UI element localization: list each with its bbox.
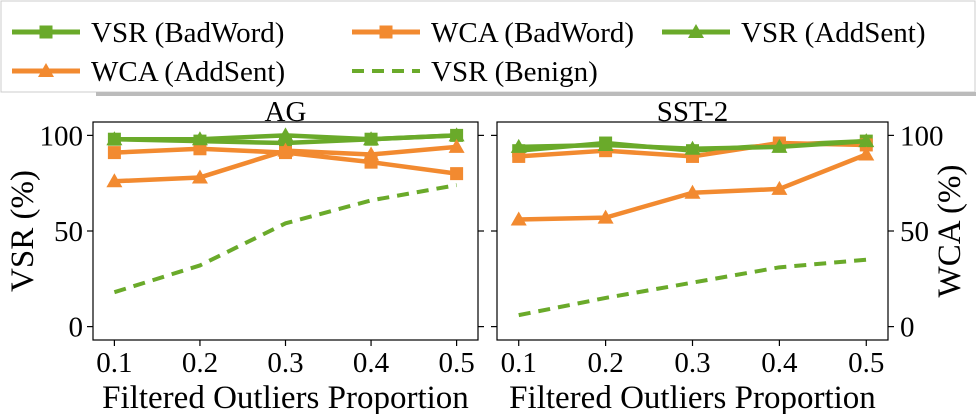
data-point bbox=[106, 131, 123, 146]
legend-item-vsr-addsent: VSR (AddSent) bbox=[662, 17, 925, 49]
legend-label: WCA (BadWord) bbox=[431, 17, 634, 49]
data-point bbox=[684, 140, 701, 155]
data-point bbox=[858, 133, 875, 148]
data-point bbox=[858, 146, 875, 161]
x-axis-label: Filtered Outliers Proportion bbox=[509, 380, 876, 414]
data-point bbox=[106, 173, 123, 188]
legend-label: WCA (AddSent) bbox=[91, 56, 285, 88]
data-point bbox=[448, 127, 465, 142]
data-point bbox=[277, 142, 294, 157]
data-point bbox=[771, 138, 788, 153]
series-vsr-benign bbox=[518, 257, 867, 318]
legend-frame bbox=[0, 0, 976, 93]
data-point bbox=[597, 136, 614, 151]
data-point bbox=[363, 131, 380, 146]
x-tick-label: 0.5 bbox=[848, 347, 884, 379]
data-point bbox=[191, 169, 208, 184]
y-tick-label: 100 bbox=[40, 120, 84, 152]
panel-title: SST-2 bbox=[657, 96, 728, 128]
legend-label: VSR (BadWord) bbox=[91, 17, 284, 49]
legend-item-vsr-benign: VSR (Benign) bbox=[352, 56, 598, 88]
series-vsr-addsent bbox=[106, 127, 465, 146]
legend-item-vsr-badword: VSR (BadWord) bbox=[12, 17, 284, 49]
y-tick-label: 100 bbox=[900, 120, 944, 152]
data-point bbox=[193, 142, 207, 156]
data-point bbox=[512, 149, 526, 163]
y-axis-label: VSR (%) bbox=[5, 170, 41, 292]
series-line bbox=[113, 183, 457, 295]
series-vsr-addsent bbox=[510, 133, 875, 155]
panel-title: AG bbox=[265, 96, 307, 128]
x-tick-label: 0.4 bbox=[761, 347, 798, 379]
data-point bbox=[107, 146, 121, 160]
data-point bbox=[363, 146, 380, 161]
series-vsr-benign bbox=[113, 183, 457, 295]
x-tick-label: 0.2 bbox=[587, 347, 623, 379]
x-tick-label: 0.1 bbox=[501, 347, 537, 379]
x-axis-label: Filtered Outliers Proportion bbox=[102, 380, 469, 414]
series-wca-addsent bbox=[106, 138, 465, 188]
data-point bbox=[191, 131, 208, 146]
data-point bbox=[450, 167, 464, 181]
x-tick-label: 0.1 bbox=[96, 347, 132, 379]
legend-marker bbox=[688, 24, 704, 38]
data-point bbox=[277, 127, 294, 142]
x-tick-label: 0.5 bbox=[438, 347, 474, 379]
data-point bbox=[510, 138, 527, 153]
data-point bbox=[597, 209, 614, 224]
legend-label: VSR (Benign) bbox=[431, 56, 598, 88]
x-tick-label: 0.3 bbox=[674, 347, 710, 379]
data-point bbox=[510, 211, 527, 226]
x-tick-label: 0.4 bbox=[353, 347, 390, 379]
legend-marker bbox=[38, 63, 54, 77]
data-point bbox=[684, 184, 701, 199]
y-tick-label: 0 bbox=[900, 312, 915, 344]
legend-item-wca-addsent: WCA (AddSent) bbox=[12, 56, 285, 88]
y-axis-label: WCA (%) bbox=[932, 165, 968, 298]
y-tick-label: 0 bbox=[69, 312, 84, 344]
data-point bbox=[448, 138, 465, 153]
x-tick-label: 0.3 bbox=[267, 347, 303, 379]
chart-panel-ag: 0 50 100 0.1 0.2 0.3 0.4 0.5 AG Filtered Outliers… bbox=[5, 96, 484, 414]
y-tick-label: 50 bbox=[54, 216, 83, 248]
legend: VSR (BadWord) WCA (BadWord) VSR (AddSent) W… bbox=[0, 0, 976, 96]
series-wca-addsent bbox=[510, 146, 875, 226]
x-tick-label: 0.2 bbox=[182, 347, 218, 379]
legend-label: VSR (AddSent) bbox=[741, 17, 925, 49]
series-line bbox=[518, 257, 867, 318]
legend-marker bbox=[39, 25, 53, 39]
data-point bbox=[771, 180, 788, 195]
y-tick-label: 50 bbox=[900, 216, 929, 248]
legend-marker bbox=[379, 25, 393, 39]
legend-item-wca-badword: WCA (BadWord) bbox=[352, 17, 634, 49]
